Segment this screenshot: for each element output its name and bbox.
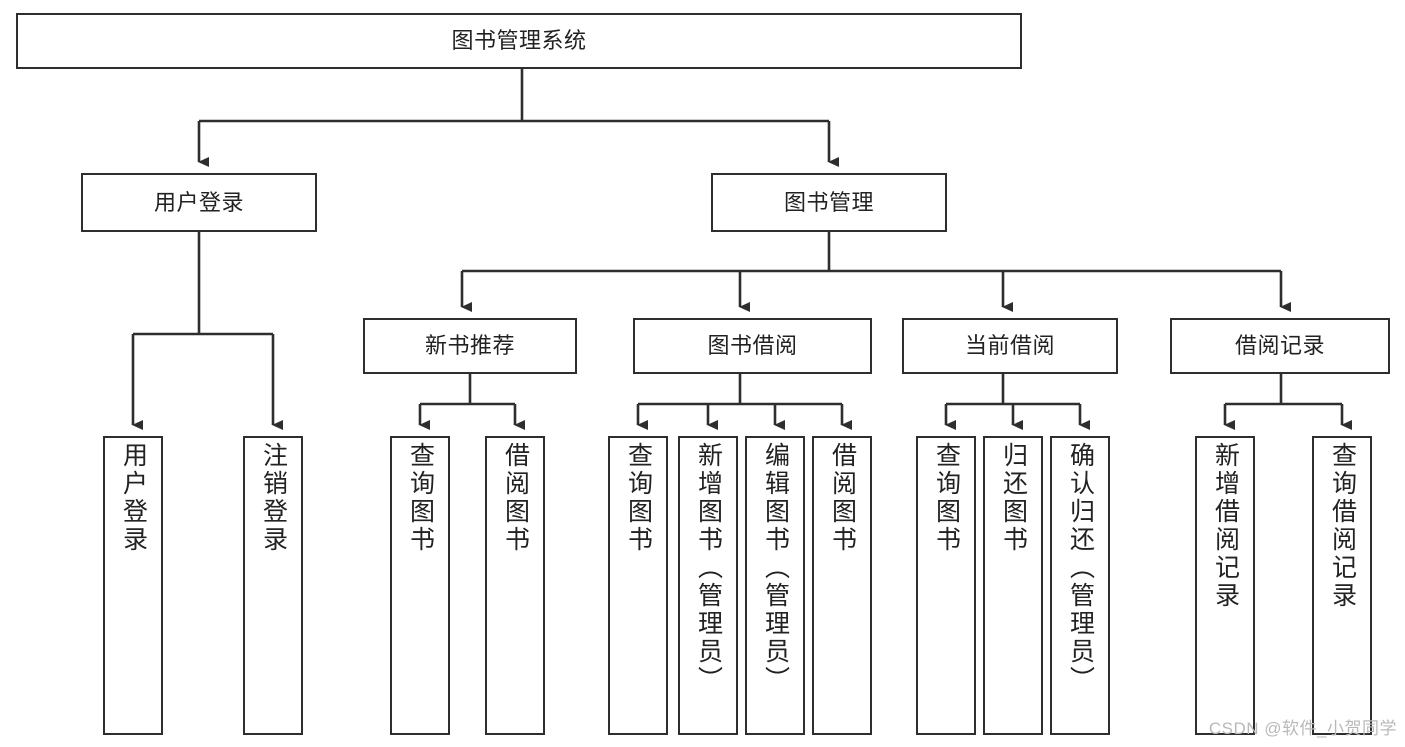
node-label-root: 图书管理系统	[451, 28, 587, 54]
node-leaf-query-book-2: 查询图书	[608, 436, 668, 735]
node-leaf-add-record: 新增借阅记录	[1195, 436, 1255, 735]
node-book-borrow: 图书借阅	[633, 318, 872, 374]
node-label-book-borrow: 图书借阅	[707, 333, 798, 359]
node-label-leaf-add-book: 新增图书（管理员）	[694, 442, 723, 694]
node-label-leaf-borrow-book-1: 借阅图书	[501, 442, 530, 554]
node-leaf-borrow-book-1: 借阅图书	[485, 436, 545, 735]
node-borrow-record: 借阅记录	[1170, 318, 1390, 374]
node-leaf-user-login: 用户登录	[103, 436, 163, 735]
node-label-leaf-query-record: 查询借阅记录	[1328, 442, 1357, 610]
conn-user-login-to-leaves	[131, 232, 283, 430]
node-user-login: 用户登录	[81, 173, 317, 232]
node-leaf-query-book-3: 查询图书	[916, 436, 976, 735]
node-label-leaf-query-book-1: 查询图书	[406, 442, 435, 554]
node-leaf-query-book-1: 查询图书	[390, 436, 450, 735]
node-leaf-add-book: 新增图书（管理员）	[678, 436, 738, 735]
node-label-leaf-logout: 注销登录	[259, 442, 288, 554]
node-leaf-edit-book: 编辑图书（管理员）	[745, 436, 805, 735]
conn-new-book-rec-to-leaves	[418, 374, 525, 430]
node-current-borrow: 当前借阅	[902, 318, 1118, 374]
node-label-new-book-rec: 新书推荐	[424, 333, 515, 359]
node-label-leaf-query-book-3: 查询图书	[932, 442, 961, 554]
conn-book-borrow-to-leaves	[636, 374, 852, 430]
conn-borrow-record-to-leaves	[1223, 374, 1352, 430]
node-leaf-confirm-return: 确认归还（管理员）	[1050, 436, 1110, 735]
node-label-leaf-borrow-book-2: 借阅图书	[828, 442, 857, 554]
node-label-leaf-add-record: 新增借阅记录	[1211, 442, 1240, 610]
connector-paths	[131, 69, 1352, 430]
node-label-leaf-user-login: 用户登录	[119, 442, 148, 554]
conn-current-borrow-to-leaves	[944, 374, 1090, 430]
node-label-current-borrow: 当前借阅	[964, 333, 1055, 359]
node-root: 图书管理系统	[16, 13, 1022, 69]
conn-book-manage-to-level3	[460, 232, 1291, 312]
node-new-book-rec: 新书推荐	[363, 318, 577, 374]
node-label-leaf-confirm-return: 确认归还（管理员）	[1066, 442, 1095, 694]
node-label-borrow-record: 借阅记录	[1234, 333, 1325, 359]
node-label-user-login: 用户登录	[153, 189, 244, 215]
conn-root-to-level2	[197, 69, 839, 167]
node-leaf-borrow-book-2: 借阅图书	[812, 436, 872, 735]
node-leaf-return-book: 归还图书	[983, 436, 1043, 735]
node-label-leaf-edit-book: 编辑图书（管理员）	[761, 442, 790, 694]
node-label-book-manage: 图书管理	[783, 189, 874, 215]
node-leaf-logout: 注销登录	[243, 436, 303, 735]
node-label-leaf-return-book: 归还图书	[999, 442, 1028, 554]
node-label-leaf-query-book-2: 查询图书	[624, 442, 653, 554]
node-leaf-query-record: 查询借阅记录	[1312, 436, 1372, 735]
node-book-manage: 图书管理	[711, 173, 947, 232]
